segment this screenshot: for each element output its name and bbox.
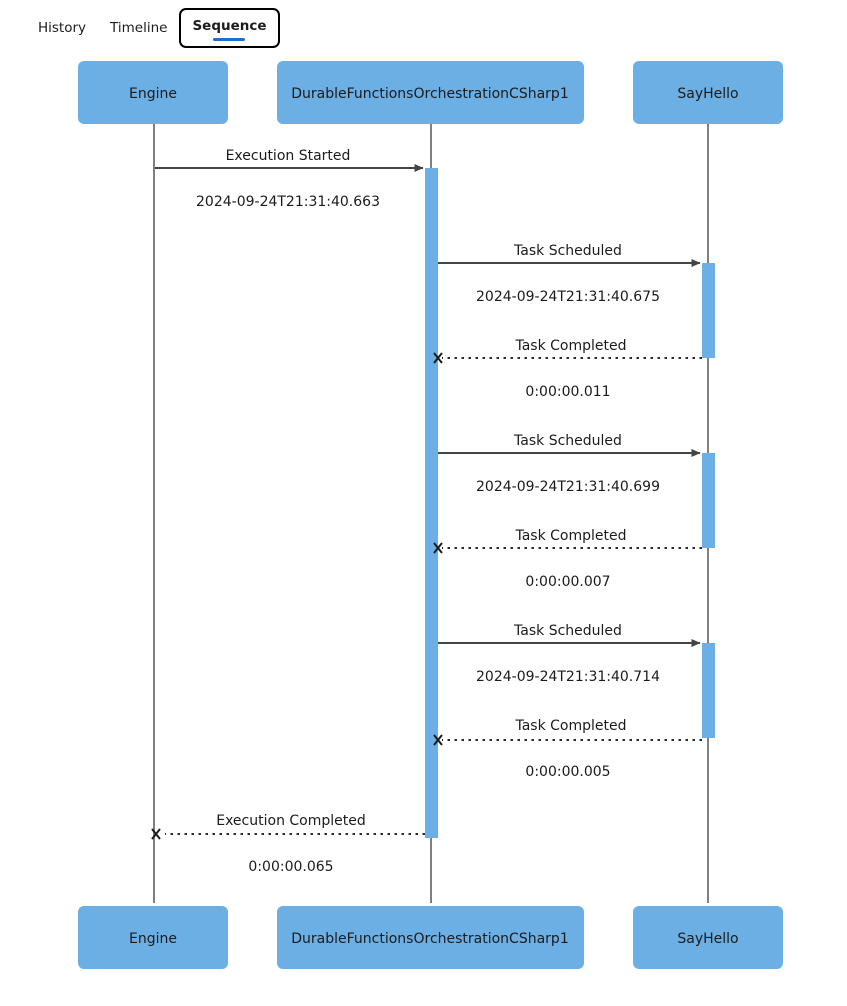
tab-bar: History Timeline Sequence [0,0,847,56]
participant-bottom-engine[interactable]: Engine [78,906,228,969]
message-label-task-scheduled-3: Task Scheduled [513,623,622,639]
message-sub-task-scheduled-1: 2024-09-24T21:31:40.675 [476,289,660,305]
participant-box-orchestrator-top [277,61,584,124]
participant-label-sayhello-top: SayHello [677,86,738,102]
participant-bottom-sayhello[interactable]: SayHello [633,906,783,969]
cross-marker-task-completed-1 [433,352,443,364]
message-label-task-completed-2: Task Completed [514,528,626,544]
tab-active-underline [213,38,246,41]
message-label-execution-completed: Execution Completed [216,813,366,829]
participant-label-orchestrator-top: DurableFunctionsOrchestrationCSharp1 [291,86,568,102]
message-task-completed-1: Task Completed 0:00:00.011 [433,338,702,400]
message-task-scheduled-1: Task Scheduled 2024-09-24T21:31:40.675 [438,243,701,305]
message-sub-task-scheduled-2: 2024-09-24T21:31:40.699 [476,479,660,495]
activation-sayhello-3 [702,643,715,738]
message-execution-completed: Execution Completed 0:00:00.065 [151,813,425,875]
message-sub-execution-completed: 0:00:00.065 [248,859,333,875]
tab-history-label: History [38,20,87,36]
message-sub-task-completed-3: 0:00:00.005 [525,764,610,780]
participant-bottom-orchestrator[interactable]: DurableFunctionsOrchestrationCSharp1 [277,906,584,969]
participant-box-engine-top [78,61,228,124]
message-sub-task-completed-2: 0:00:00.007 [525,574,610,590]
message-label-task-scheduled-1: Task Scheduled [513,243,622,259]
participant-top-engine[interactable]: Engine [78,61,228,124]
cross-marker-task-completed-2 [433,542,443,554]
tab-sequence-label: Sequence [192,18,267,34]
activation-orchestrator [425,168,438,838]
activation-sayhello-2 [702,453,715,548]
message-task-scheduled-3: Task Scheduled 2024-09-24T21:31:40.714 [438,623,701,685]
participant-box-sayhello-top [633,61,783,124]
message-sub-execution-started: 2024-09-24T21:31:40.663 [196,194,380,210]
message-execution-started: Execution Started 2024-09-24T21:31:40.66… [155,148,424,210]
tab-sequence[interactable]: Sequence [179,8,280,48]
participant-label-sayhello-bottom: SayHello [677,931,738,947]
cross-marker-execution-completed [151,828,161,840]
participant-top-sayhello[interactable]: SayHello [633,61,783,124]
message-label-task-completed-1: Task Completed [514,338,626,354]
participant-box-orchestrator-bottom [277,906,584,969]
participant-top-orchestrator[interactable]: DurableFunctionsOrchestrationCSharp1 [277,61,584,124]
message-task-completed-3: Task Completed 0:00:00.005 [433,718,702,780]
participant-label-orchestrator-bottom: DurableFunctionsOrchestrationCSharp1 [291,931,568,947]
message-sub-task-completed-1: 0:00:00.011 [525,384,610,400]
participant-label-engine-bottom: Engine [129,931,177,947]
participant-label-engine-top: Engine [129,86,177,102]
tab-timeline-label: Timeline [110,20,168,36]
message-label-execution-started: Execution Started [226,148,351,164]
message-task-completed-2: Task Completed 0:00:00.007 [433,528,702,590]
participant-box-sayhello-bottom [633,906,783,969]
cross-marker-task-completed-3 [433,734,443,746]
participant-box-engine-bottom [78,906,228,969]
activation-sayhello-1 [702,263,715,358]
message-label-task-completed-3: Task Completed [514,718,626,734]
message-task-scheduled-2: Task Scheduled 2024-09-24T21:31:40.699 [438,433,701,495]
tab-history[interactable]: History [26,13,98,43]
message-label-task-scheduled-2: Task Scheduled [513,433,622,449]
tab-timeline[interactable]: Timeline [98,13,179,43]
message-sub-task-scheduled-3: 2024-09-24T21:31:40.714 [476,669,660,685]
